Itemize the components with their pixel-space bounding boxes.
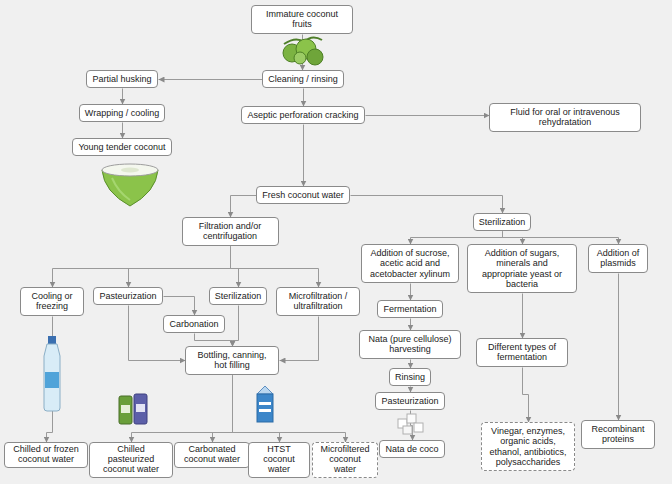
flow-arrow — [503, 232, 619, 245]
flow-arrow — [618, 274, 619, 421]
process-box: Cooling or freezing — [20, 287, 84, 316]
process-box: Filtration and/or centrifugation — [182, 217, 279, 246]
flow-arrow — [129, 247, 231, 288]
flow-arrow — [366, 115, 490, 116]
flow-arrow — [411, 232, 503, 245]
process-box: Different types of fermentation — [476, 338, 568, 367]
box-label: Immature coconut fruits — [257, 9, 347, 30]
box-label: Filtration and/or centrifugation — [188, 221, 273, 242]
process-box: Bottling, canning, hot filling — [185, 346, 279, 375]
box-label: Recombinant proteins — [587, 424, 649, 445]
flow-arrow — [233, 306, 239, 347]
process-box: Carbonated coconut water — [174, 442, 250, 468]
process-box: Fluid for oral or intravenous rehydratat… — [489, 103, 641, 132]
flow-arrow — [231, 247, 239, 288]
flow-arrow — [53, 247, 231, 288]
process-box: Pasteurization — [375, 392, 444, 410]
flow-arrow — [303, 125, 304, 187]
flow-arrow — [122, 89, 123, 105]
box-label: Bottling, canning, hot filling — [191, 350, 273, 371]
young-coconut-photo — [102, 164, 158, 206]
box-label: Chilled pasteurized coconut water — [95, 445, 167, 475]
flow-arrow — [231, 196, 257, 218]
box-label: Pasteurization — [99, 291, 156, 301]
box-label: Pasteurization — [381, 396, 438, 406]
flow-arrow — [303, 89, 304, 107]
box-label: Carbonation — [169, 319, 218, 329]
process-box: Nata (pure cellulose) harvesting — [359, 330, 461, 359]
box-label: Nata de coco — [385, 444, 438, 454]
flow-arrow — [164, 297, 195, 316]
box-label: Sterilization — [479, 217, 526, 227]
process-box: Cleaning / rinsing — [262, 70, 344, 88]
flow-arrow — [351, 196, 503, 214]
flow-arrow — [122, 123, 123, 139]
process-box: Wrapping / cooling — [79, 104, 165, 122]
flow-arrow — [213, 376, 233, 443]
process-box: Vinegar, enzymes, organic acids, ethanol… — [481, 422, 575, 471]
carton-picture — [257, 386, 273, 422]
flow-arrow — [132, 376, 233, 443]
box-label: Cooling or freezing — [26, 291, 78, 312]
box-label: Vinegar, enzymes, organic acids, ethanol… — [487, 426, 569, 467]
box-label: Partial husking — [92, 74, 151, 84]
box-label: Sterilization — [215, 291, 262, 301]
flow-arrow — [523, 368, 529, 423]
flow-arrow — [522, 294, 523, 339]
process-box: Addition of sucrose, acetic acid and ace… — [361, 244, 459, 283]
flow-arrow — [159, 79, 263, 80]
process-box: Nata de coco — [379, 440, 444, 458]
process-box: HTST coconut water — [248, 442, 310, 478]
process-box: Recombinant proteins — [581, 420, 655, 449]
box-label: Addition of sugars, minerals and appropr… — [473, 248, 571, 289]
box-label: HTST coconut water — [254, 445, 304, 475]
flow-arrow — [280, 317, 319, 361]
box-label: Microfiltration / ultrafiltration — [282, 291, 354, 312]
bottle-picture — [44, 336, 60, 411]
process-box: Young tender coconut — [72, 138, 171, 156]
box-label: Aseptic perforation cracking — [247, 110, 358, 120]
flow-arrow — [231, 247, 319, 288]
flow-arrow — [233, 376, 346, 443]
box-label: Nata (pure cellulose) harvesting — [365, 334, 455, 355]
process-box: Fermentation — [377, 300, 442, 318]
process-box: Pasteurization — [93, 287, 162, 305]
box-label: Chilled or frozen coconut water — [10, 445, 82, 465]
process-box: Addition of sugars, minerals and appropr… — [467, 244, 577, 293]
process-box: Sterilization — [209, 287, 268, 305]
process-box: Aseptic perforation cracking — [241, 106, 364, 124]
flow-arrow — [195, 334, 233, 347]
box-label: Wrapping / cooling — [85, 108, 159, 118]
box-label: Addition of sucrose, acetic acid and ace… — [367, 248, 453, 279]
box-label: Rinsing — [395, 372, 425, 382]
process-box: Sterilization — [473, 213, 532, 231]
box-label: Different types of fermentation — [482, 342, 562, 363]
process-box: Carbonation — [163, 315, 224, 333]
process-box: Chilled or frozen coconut water — [4, 442, 88, 468]
process-box: Fresh coconut water — [256, 186, 350, 204]
cans-picture — [119, 394, 147, 424]
box-label: Carbonated coconut water — [180, 445, 244, 465]
box-label: Young tender coconut — [78, 142, 165, 152]
process-box: Immature coconut fruits — [251, 5, 353, 34]
box-label: Fermentation — [383, 304, 436, 314]
box-label: Fresh coconut water — [262, 190, 344, 200]
coconut-cluster-photo — [283, 37, 323, 65]
nata-cubes-picture — [398, 414, 423, 434]
process-box: Rinsing — [389, 368, 431, 386]
box-label: Cleaning / rinsing — [268, 74, 338, 84]
process-box: Chilled pasteurized coconut water — [89, 442, 173, 478]
process-box: Microfiltration / ultrafiltration — [276, 287, 360, 316]
box-label: Addition of plasmids — [594, 248, 642, 269]
box-label: Fluid for oral or intravenous rehydratat… — [495, 107, 635, 128]
box-label: Microfiltered coconut water — [318, 445, 372, 475]
process-box: Addition of plasmids — [588, 244, 648, 273]
process-box: Microfiltered coconut water — [312, 442, 378, 478]
flow-arrow — [410, 319, 411, 331]
flow-arrow — [410, 284, 411, 301]
process-box: Partial husking — [86, 70, 157, 88]
